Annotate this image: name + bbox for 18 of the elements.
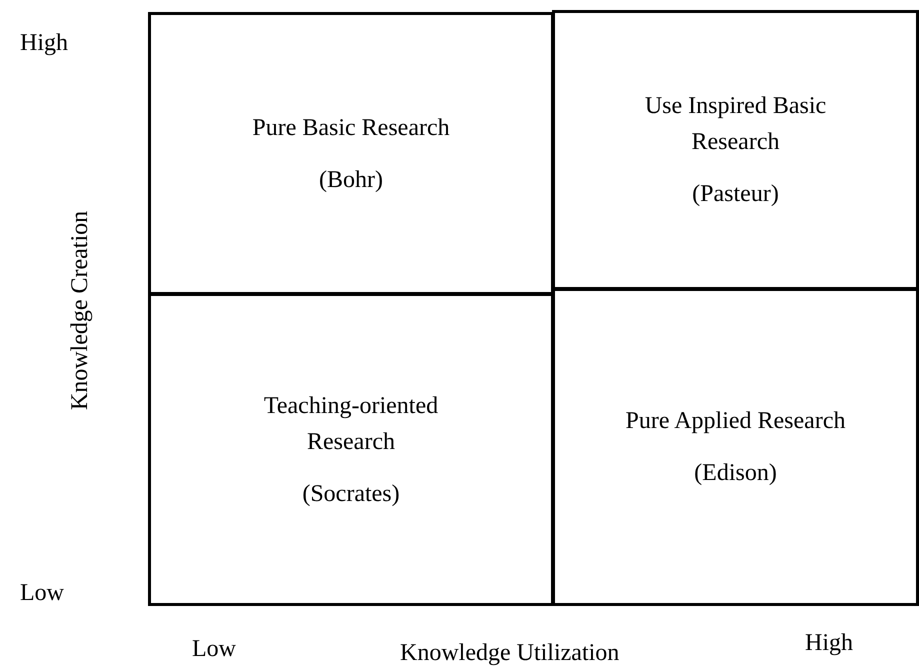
quadrant-title: Teaching-oriented Research xyxy=(262,392,440,456)
quadrant-box xyxy=(148,12,554,295)
axis-value-label: Low xyxy=(192,636,236,663)
example-name: (Pasteur) xyxy=(692,180,779,209)
axis-value-label: High xyxy=(805,630,853,657)
quadrant-box xyxy=(552,288,919,606)
axis-value-label: Low xyxy=(20,580,64,607)
example-name: (Bohr) xyxy=(319,166,383,194)
example-name: (Socrates) xyxy=(302,480,400,508)
quadrant-title: Pure Applied Research xyxy=(626,407,846,436)
axis-value-label: High xyxy=(20,30,68,57)
quadrant-box xyxy=(148,293,554,606)
axis-title: Knowledge Creation xyxy=(66,210,94,410)
example-name: (Edison) xyxy=(694,459,777,488)
axis-title: Knowledge Utilization xyxy=(400,640,620,667)
quadrant-title: Pure Basic Research xyxy=(252,114,450,142)
quadrant-box xyxy=(552,10,919,290)
quadrant-title: Use Inspired Basic Research xyxy=(644,92,828,157)
